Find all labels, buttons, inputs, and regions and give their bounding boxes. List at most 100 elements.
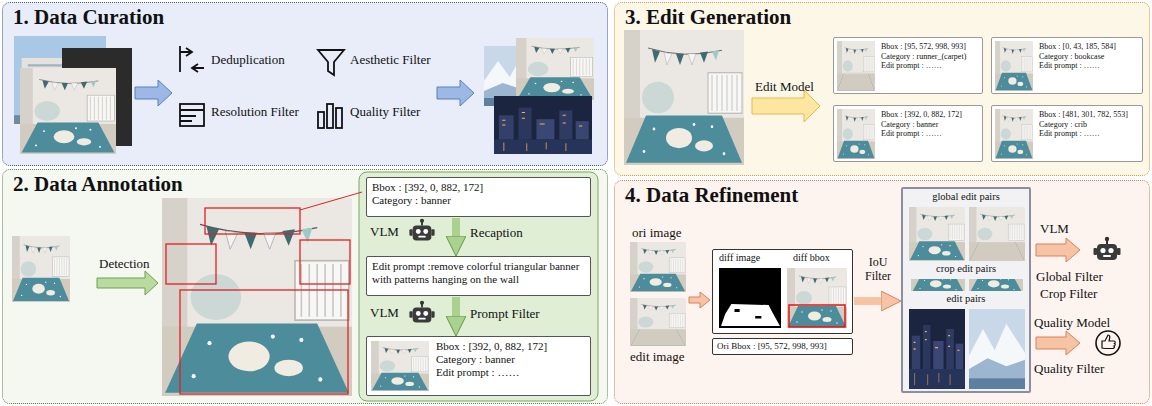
generation-figure-part [624,30,744,165]
annotation-photos-part [166,208,350,394]
curation-photos-part [20,68,116,154]
filter-icons-part [180,110,204,121]
stage-panel: 2. Data AnnotationBbox : [392, 0, 882, 1… [2,169,608,404]
stage-panel: 3. Edit GenerationBbox : [95, 572, 998, … [614,2,1150,176]
annotation-photos-part [300,192,362,210]
thumbnail-photo [911,279,965,291]
box-text: Category : runner_(carpet) [881,52,979,62]
edge-label: IoU Filter [856,256,900,284]
box-text: Edit prompt : …… [881,129,979,139]
step-label: VLM [370,306,399,321]
thumbnail-photo [969,279,1023,291]
refinement-figure-part [1036,238,1080,262]
step-label: Aesthetic Filter [350,53,431,68]
box-text: crop edit pairs [903,263,1029,276]
box-text: Bbox : [95, 572, 998, 993] [881,42,979,52]
thumbnail-photo [995,109,1033,159]
info-box: Ori Bbox : [95, 572, 998, 993] [712,338,853,355]
text-column: Edit prompt :remove colorful triangular … [372,260,585,286]
info-box: Bbox : [95, 572, 998, 993]Category : run… [833,37,983,94]
refinement-figure-part [689,292,710,308]
annotation-photos-part-part [300,240,350,284]
filter-icons [180,46,344,128]
box-text: Category : crib [1039,120,1139,130]
filter-icons-part [180,104,204,126]
filter-icons-part [180,46,204,72]
filter-icons-part [318,50,344,75]
step-label: Edit Model [755,80,814,95]
box-text: global edit pairs [903,191,1029,204]
step-label: Quality Filter [350,105,420,120]
text-column: Bbox : [0, 43, 185, 584]Category : bookc… [1039,42,1139,71]
refinement-figure [630,237,1121,355]
thumbnail-photo [837,41,875,91]
step-label: Quality Filter [1034,362,1104,377]
refinement-figure-part [630,298,686,346]
annotation-photos-part-part [166,244,216,284]
panel-grounds-part [614,180,1150,404]
step-label: Detection [99,257,150,272]
flow-arrow [452,297,460,316]
thumbnail-photo [995,41,1033,91]
filter-icons-part [327,104,333,128]
box-text: Bbox : [0, 43, 185, 584] [1039,42,1139,52]
annotation-photos-part-part [180,290,348,394]
curation-arrows-part [437,80,474,106]
thumbnail-photo [837,109,875,159]
info-box: Bbox : [392, 0, 882, 172]Category : bann… [366,177,591,217]
info-box: Bbox : [392, 0, 882, 172]Category : bann… [366,336,591,396]
panel-title: 3. Edit Generation [625,5,791,30]
step-label: VLM [370,225,399,240]
box-text: Edit prompt : …… [881,61,979,71]
flow-arrow [854,297,881,305]
photo-image [909,207,965,261]
thumbnail-photo [969,309,1025,389]
box-text: Bbox : [481, 301, 782, 553] [1039,110,1139,120]
photo-image [837,109,875,159]
panel-title: 4. Data Refinement [625,183,798,208]
box-text: Bbox : [392, 0, 882, 172] [436,340,585,353]
step-label: Quality Model [1034,316,1110,331]
refinement-figure-part [1096,331,1120,355]
curation-photos-part [516,38,594,100]
photo-image [911,279,965,291]
photo-image [969,207,1025,261]
thumbnail-photo [787,268,847,328]
thumbnail-photo [909,309,965,389]
box-text: Category : banner [372,194,585,207]
box-text: Edit prompt : …… [436,366,585,379]
box-text: Edit prompt :remove colorful triangular … [372,260,585,286]
annotation-photos-part [409,301,434,323]
panel-grounds-part [614,2,1150,176]
panel-title: 1. Data Curation [13,5,164,30]
box-text: edit pairs [903,293,1029,306]
stage-panel: 1. Data Curation [2,2,608,166]
info-box: global edit pairs crop edit pairs edit pai… [901,187,1031,393]
info-box: diff imagediff bbox [712,249,853,334]
annotation-photos-part [12,236,70,302]
info-box: Edit prompt :remove colorful triangular … [366,256,591,296]
photo-image [719,268,781,328]
box-text: diff bbox [793,252,830,264]
photo-image [995,109,1033,159]
panel-grounds-part [359,172,598,401]
box-text: Ori Bbox : [95, 572, 998, 993] [717,341,848,352]
info-box: Bbox : [0, 43, 185, 584]Category : bookc… [991,37,1143,94]
generation-figure-part [752,90,820,122]
text-column: Bbox : [95, 572, 998, 993]Category : run… [881,42,979,71]
thumbnail-photo [371,341,429,391]
box-text: Category : bookcase [1039,52,1139,62]
edge-label: Recaption [470,226,523,241]
step-label: Deduplication [211,53,285,68]
box-text: Category : banner [881,120,979,130]
filter-icons-part [318,112,324,128]
photo-image [787,268,847,328]
curation-arrows-part [135,80,172,106]
photo-image [909,309,965,389]
step-label: Global Filter [1036,270,1103,285]
photo-image [995,41,1033,91]
box-text: Bbox : [392, 0, 882, 172] [372,181,585,194]
curation-arrows [135,80,474,106]
curation-photos [14,36,594,154]
